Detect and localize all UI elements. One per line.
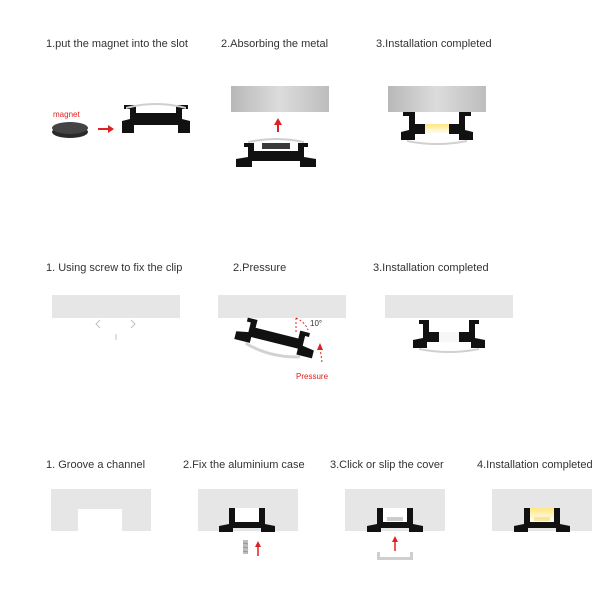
metal-plate-mounted bbox=[388, 86, 486, 112]
cover-diffuser bbox=[377, 552, 413, 560]
screw-icon bbox=[242, 540, 249, 554]
angle-indicator bbox=[295, 317, 309, 332]
ceiling-surface-row2-step2 bbox=[218, 295, 346, 318]
push-arrow-row3-step3 bbox=[392, 536, 398, 551]
angle-label: 10° bbox=[310, 319, 323, 328]
pressure-arrow bbox=[317, 343, 323, 363]
attract-arrow bbox=[274, 118, 282, 132]
push-arrow-row3-step2 bbox=[255, 541, 261, 556]
ceiling-surface-row2-step3 bbox=[385, 295, 513, 318]
row2-step1-caption: 1. Using screw to fix the clip bbox=[46, 262, 183, 274]
metal-plate bbox=[231, 86, 329, 112]
insert-arrow bbox=[98, 125, 114, 133]
profile-row3-step2 bbox=[219, 508, 275, 532]
row3-step2-caption: 2.Fix the aluminium case bbox=[183, 459, 305, 471]
mounting-clip bbox=[95, 319, 136, 340]
profile-row1-step1 bbox=[122, 103, 190, 133]
ceiling-surface-row2-step1 bbox=[52, 295, 180, 318]
profile-row1-step3 bbox=[401, 112, 473, 145]
row2-step3-caption: 3.Installation completed bbox=[373, 262, 489, 274]
profile-row3-step3 bbox=[367, 508, 423, 532]
magnet-label: magnet bbox=[53, 110, 80, 119]
board-grooved bbox=[51, 489, 151, 531]
profile-row3-step4 bbox=[514, 508, 570, 532]
profile-row2-step2 bbox=[234, 317, 314, 359]
row3-step1-caption: 1. Groove a channel bbox=[46, 459, 146, 471]
profile-row1-step2 bbox=[236, 138, 316, 167]
profile-row2-step3 bbox=[413, 320, 485, 353]
row1-step2-caption: 2.Absorbing the metal bbox=[221, 38, 329, 50]
pressure-label: Pressure bbox=[296, 372, 329, 381]
row3-step3-caption: 3.Click or slip the cover bbox=[330, 459, 444, 471]
row1-step3-caption: 3.Installation completed bbox=[376, 38, 492, 50]
row2-step2-caption: 2.Pressure bbox=[233, 262, 287, 274]
magnet-shape bbox=[52, 122, 88, 138]
row1-step1-caption: 1.put the magnet into the slot bbox=[46, 38, 188, 50]
row3-step4-caption: 4.Installation completed bbox=[477, 459, 593, 471]
